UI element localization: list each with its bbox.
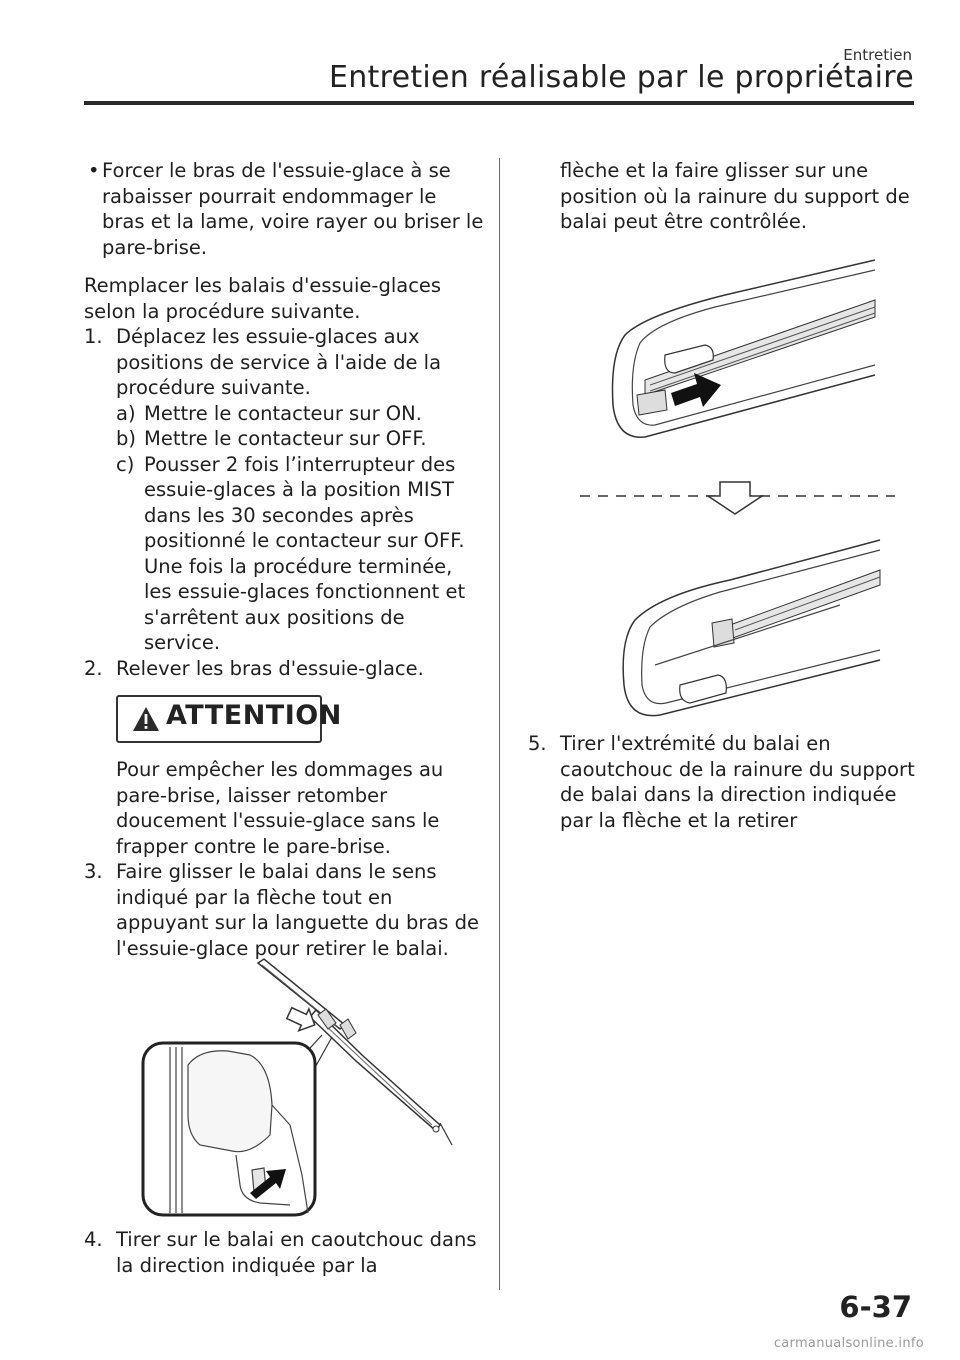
section-label: Entretien (843, 46, 912, 64)
step-5-block: 5. Tirer l'extrémité du balai en caoutch… (528, 731, 918, 833)
header-divider (84, 101, 914, 105)
substep-c-label: c) (116, 452, 135, 476)
substep-c: c) Pousser 2 fois l’interrupteur des ess… (84, 452, 484, 656)
substep-b-text: Mettre le contacteur sur OFF. (144, 427, 427, 450)
substep-a-label: a) (116, 401, 136, 425)
substep-a: a) Mettre le contacteur sur ON. (84, 401, 484, 427)
step-4-text: Tirer sur le balai en caoutchouc dans la… (116, 1228, 477, 1277)
substep-c-text: Pousser 2 fois l’interrupteur des essuie… (144, 452, 466, 655)
step-2-text: Relever les bras d'essuie-glace. (116, 656, 424, 680)
step-3-number: 3. (84, 860, 103, 883)
substep-a-text: Mettre le contacteur sur ON. (144, 401, 422, 425)
page-title: Entretien réalisable par le propriétaire (328, 60, 914, 95)
left-column: • Forcer le bras de l'essuie-glace à se … (84, 158, 484, 961)
step-5-text: Tirer l'extrémité du balai en caoutchouc… (560, 732, 915, 832)
step-2-number: 2. (84, 656, 103, 680)
step-4: 4. Tirer sur le balai en caoutchouc dans… (84, 1227, 484, 1278)
step-4-number: 4. (84, 1228, 103, 1251)
bullet-dot: • (88, 159, 100, 182)
blade-holder-illustration-bottom (622, 539, 881, 717)
sequence-divider (580, 481, 895, 515)
bullet-text: Forcer le bras de l'essuie-glace à se ra… (102, 159, 484, 259)
warning-icon (133, 707, 159, 731)
step-1-text: Déplacez les essuie-glaces aux positions… (116, 325, 442, 399)
attention-text: Pour empêcher les dommages au pare-brise… (116, 758, 444, 858)
step-1: 1. Déplacez les essuie-glaces aux positi… (84, 324, 484, 401)
attention-label: ATTENTION (166, 700, 342, 731)
page-number: 6-37 (839, 1290, 912, 1324)
step-5: 5. Tirer l'extrémité du balai en caoutch… (528, 731, 918, 833)
substep-b-label: b) (116, 427, 136, 450)
intro-text: Remplacer les balais d'essuie-glaces sel… (84, 274, 442, 323)
caution-bullet: • Forcer le bras de l'essuie-glace à se … (84, 158, 484, 260)
step-3-text: Faire glisser le balai dans le sens indi… (116, 860, 480, 960)
substep-b: b) Mettre le contacteur sur OFF. (84, 426, 484, 452)
step-3: 3. Faire glisser le balai dans le sens i… (84, 859, 484, 961)
down-arrow-icon (705, 481, 765, 515)
wiper-arm-illustration (141, 958, 453, 1217)
step-5-number: 5. (528, 732, 547, 755)
attention-box: ATTENTION (116, 695, 341, 743)
step-2: 2. Relever les bras d'essuie-glace. (84, 656, 484, 682)
blade-holder-illustration-top (611, 259, 876, 438)
column-divider (499, 158, 500, 1290)
step-1-number: 1. (84, 325, 103, 348)
watermark: carmanualsonline.info (773, 1336, 924, 1351)
step-4-block: 4. Tirer sur le balai en caoutchouc dans… (84, 1227, 484, 1278)
step-4-continued: flèche et la faire glisser sur une posit… (560, 159, 910, 233)
right-column: flèche et la faire glisser sur une posit… (528, 158, 918, 235)
